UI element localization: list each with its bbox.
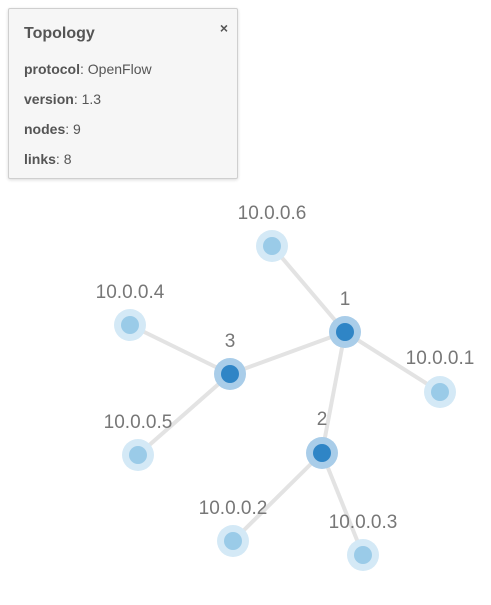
info-key: links bbox=[24, 151, 56, 167]
host-node-icon bbox=[121, 316, 139, 334]
info-key: version bbox=[24, 91, 74, 107]
info-key: protocol bbox=[24, 61, 80, 77]
links-layer bbox=[129, 244, 442, 556]
info-value: 1.3 bbox=[81, 91, 102, 107]
info-row-nodes: nodes: 9 bbox=[24, 121, 81, 137]
host-node-h2[interactable]: 10.0.0.2 bbox=[199, 498, 268, 557]
node-label: 10.0.0.3 bbox=[329, 512, 398, 533]
nodes-layer: 1 2 3 10.0.0.1 10.0.0.2 10.0.0.3 10.0.0.4 10.0.… bbox=[96, 203, 475, 571]
node-label: 10.0.0.2 bbox=[199, 498, 268, 519]
link-3-h4 bbox=[129, 323, 231, 376]
switch-node-icon bbox=[336, 323, 354, 341]
node-label: 10.0.0.4 bbox=[96, 282, 165, 303]
node-label: 3 bbox=[225, 331, 236, 352]
link-2-h2 bbox=[231, 451, 324, 543]
host-node-icon bbox=[224, 532, 242, 550]
link-1-2 bbox=[320, 331, 347, 454]
switch-node-1[interactable]: 1 bbox=[329, 289, 361, 348]
link-3-h5 bbox=[136, 372, 232, 457]
node-label: 1 bbox=[340, 289, 351, 310]
host-node-h4[interactable]: 10.0.0.4 bbox=[96, 282, 165, 341]
host-node-h5[interactable]: 10.0.0.5 bbox=[104, 412, 173, 471]
node-label: 10.0.0.5 bbox=[104, 412, 173, 433]
link-1-h6 bbox=[270, 244, 347, 334]
panel-title: Topology bbox=[24, 25, 95, 42]
switch-node-2[interactable]: 2 bbox=[306, 409, 338, 469]
switch-node-icon bbox=[221, 365, 239, 383]
host-node-icon bbox=[354, 546, 372, 564]
link-1-h1 bbox=[343, 330, 442, 394]
info-row-links: links: 8 bbox=[24, 151, 72, 167]
info-value: 8 bbox=[63, 151, 72, 167]
host-node-icon bbox=[263, 237, 281, 255]
link-2-h3 bbox=[320, 452, 365, 556]
topology-info-panel: × Topology protocol: OpenFlow version: 1… bbox=[8, 8, 238, 179]
switch-node-3[interactable]: 3 bbox=[214, 331, 246, 390]
link-1-3 bbox=[229, 330, 346, 376]
switch-node-icon bbox=[313, 444, 331, 462]
node-label: 2 bbox=[317, 409, 328, 430]
node-label: 10.0.0.6 bbox=[238, 203, 307, 224]
host-node-h6[interactable]: 10.0.0.6 bbox=[238, 203, 307, 262]
host-node-h1[interactable]: 10.0.0.1 bbox=[406, 348, 475, 408]
host-node-icon bbox=[129, 446, 147, 464]
node-label: 10.0.0.1 bbox=[406, 348, 475, 369]
info-row-protocol: protocol: OpenFlow bbox=[24, 61, 152, 77]
host-node-icon bbox=[431, 383, 449, 401]
info-key: nodes bbox=[24, 121, 66, 137]
info-row-version: version: 1.3 bbox=[24, 91, 102, 107]
close-icon[interactable]: × bbox=[219, 20, 228, 36]
host-node-h3[interactable]: 10.0.0.3 bbox=[329, 512, 398, 571]
info-value: OpenFlow bbox=[87, 61, 152, 77]
info-value: 9 bbox=[73, 121, 81, 137]
